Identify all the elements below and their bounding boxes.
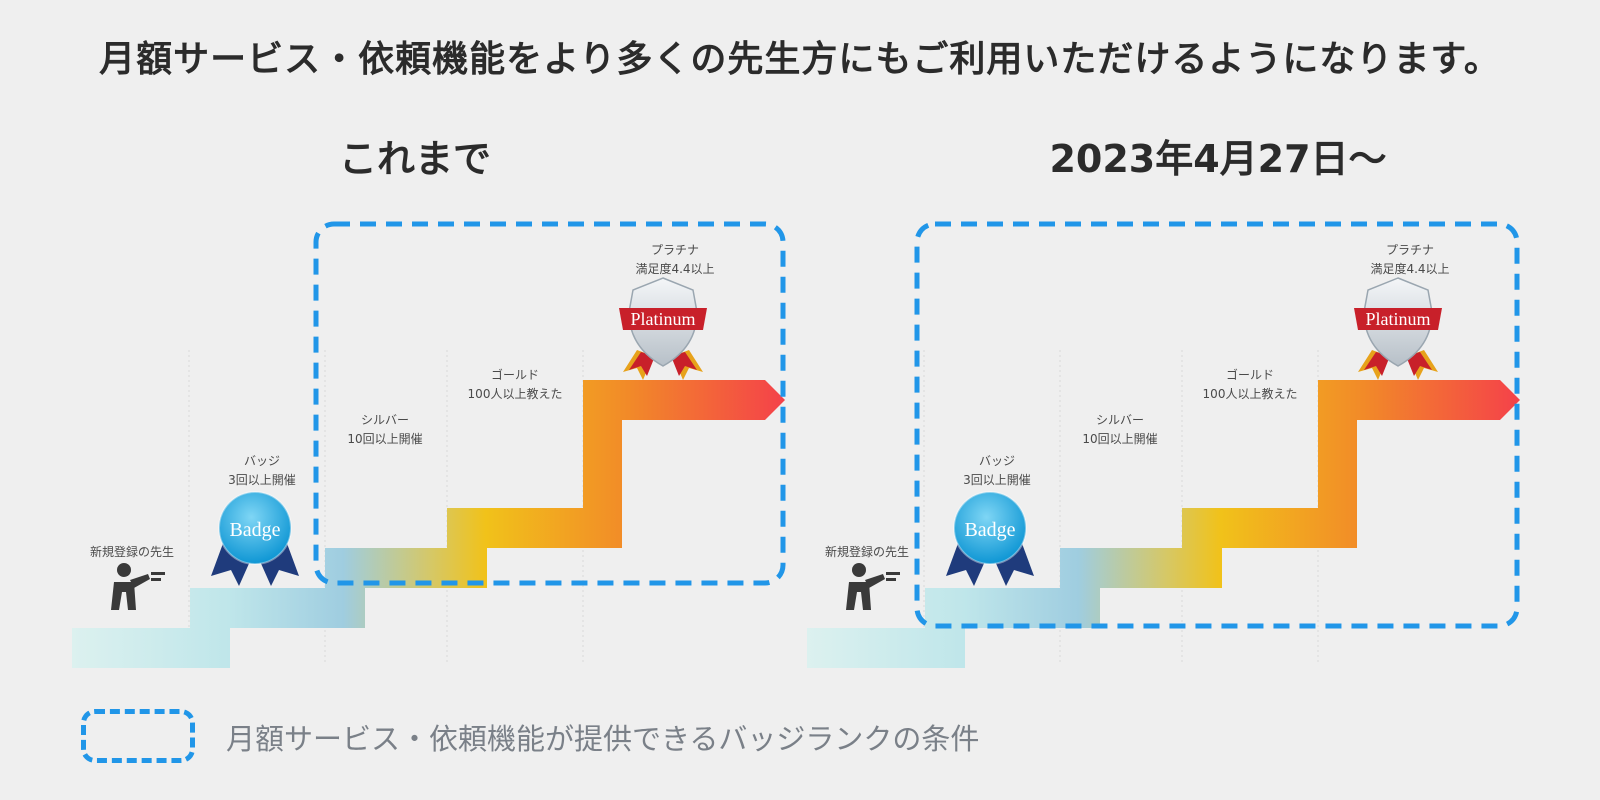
after-stairs [806,349,1521,669]
before-eligible-range-box [313,221,786,586]
level-label-new: 新規登録の先生 [824,545,909,559]
legend-dashed-box-icon [81,709,195,763]
level-label-platinum: プラチナ満足度4.4以上 [635,243,715,276]
before-stairs [71,349,786,669]
headline: 月額サービス・依頼機能をより多くの先生方にもご利用いただけるようになります。 [99,39,1501,80]
platinum-shield-icon [618,277,708,381]
level-label-new: 新規登録の先生 [89,545,174,559]
legend-text: 月額サービス・依頼機能が提供できるバッジランクの条件 [226,722,980,756]
person-icon [846,563,900,610]
badge-medal-icon [945,491,1035,587]
before-title: これまで [338,137,491,181]
level-label-platinum: プラチナ満足度4.4以上 [1370,243,1450,276]
person-icon [111,563,165,610]
badge-medal-icon [210,491,300,587]
platinum-shield-icon [1353,277,1443,381]
after-title: 2023年4月27日〜 [1049,137,1387,181]
